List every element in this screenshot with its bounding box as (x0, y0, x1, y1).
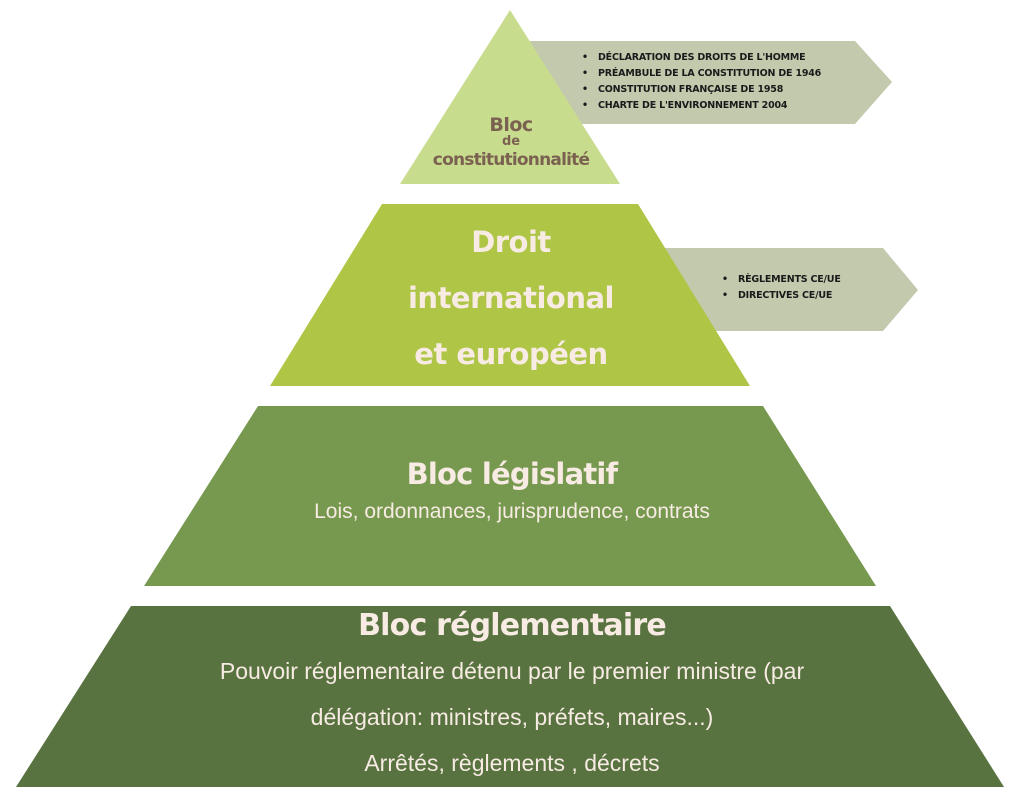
tier3-subtitle: Lois, ordonnances, jurisprudence, contra… (314, 500, 710, 523)
list-item-text: Règlements CE/UE (738, 274, 841, 285)
tier2-sources-list: • Règlements CE/UE • Directives CE/UE (722, 272, 841, 304)
tier4-title: Bloc réglementaire (358, 608, 667, 643)
list-item: • Charte de l'environnement 2004 (582, 98, 821, 114)
tier1-callout-arrow (530, 41, 892, 124)
list-item-text: Préambule de la constitution de 1946 (598, 68, 822, 79)
tier1-sources-list: • Déclaration des droits de l'Homme • Préa… (582, 50, 821, 114)
list-item: • Préambule de la constitution de 1946 (582, 66, 821, 82)
tier2-title-line: et européen (414, 337, 608, 371)
tier3-title: Bloc législatif (406, 457, 619, 491)
tier1-constitutionnalite-shape (400, 10, 620, 184)
tier1-title-line: constitutionnalité (432, 150, 590, 170)
tier3-content: Bloc législatif Lois, ordonnances, juris… (200, 452, 824, 528)
list-item: • Directives CE/UE (722, 288, 841, 304)
tier4-description-line: Arrêtés, règlements , décrets (364, 750, 660, 776)
bullet-icon: • (722, 290, 728, 301)
tier1-title-line: Bloc (489, 114, 533, 136)
list-item-text: Déclaration des droits de l'Homme (598, 52, 806, 63)
tier2-title-line: international (407, 281, 615, 315)
tier3-legislatif-shape (144, 406, 876, 586)
tier2-international-shape (270, 204, 750, 386)
tier2-title-line: Droit (471, 225, 551, 259)
tier4-content: Bloc réglementaire Pouvoir réglementaire… (100, 604, 924, 786)
tier2-callout-arrow (640, 248, 918, 331)
tier4-description-line: Pouvoir réglementaire détenu par le prem… (219, 658, 805, 684)
tier2-title: Droit international et européen (380, 214, 642, 382)
list-item-text: Constitution française de 1958 (598, 84, 784, 95)
list-item: • Règlements CE/UE (722, 272, 841, 288)
bullet-icon: • (582, 84, 588, 95)
bullet-icon: • (582, 68, 588, 79)
list-item-text: Charte de l'environnement 2004 (598, 100, 788, 111)
list-item-text: Directives CE/UE (738, 290, 833, 301)
tier1-title: Bloc de constitutionnalité (400, 115, 622, 171)
tier4-description-line: délégation: ministres, préfets, maires..… (310, 704, 714, 730)
bullet-icon: • (582, 100, 588, 111)
bullet-icon: • (722, 274, 728, 285)
list-item: • Constitution française de 1958 (582, 82, 821, 98)
list-item: • Déclaration des droits de l'Homme (582, 50, 821, 66)
tier1-title-line: de (501, 134, 521, 149)
bullet-icon: • (582, 52, 588, 63)
tier4-reglementaire-shape (16, 606, 1004, 787)
